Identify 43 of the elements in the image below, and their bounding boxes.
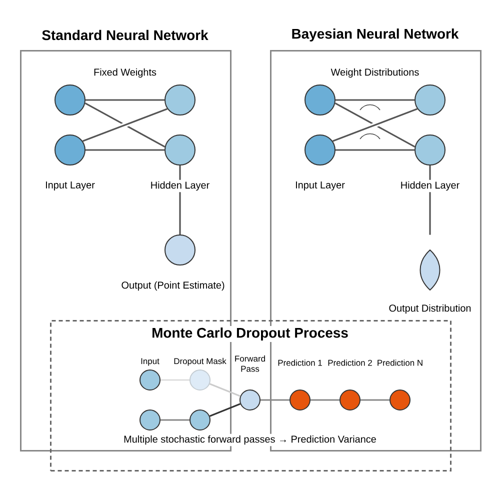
column-label: Forward Pass [235,355,265,372]
hidden-neuron [414,134,446,166]
input-neuron [140,410,160,430]
input-neuron [304,134,336,166]
layer-label: Input Layer [46,182,95,190]
weights-label: Weight Distributions [330,68,419,78]
connection-line [260,399,290,401]
connection-line [336,99,414,101]
input-neuron [304,84,336,116]
caption-text: Multiple stochastic forward passes → Prediction Variance [122,434,378,446]
connection-line [209,383,241,397]
column-label: Input [141,358,160,366]
connection-line [209,403,241,417]
connection-line [160,379,190,381]
connection-line [336,149,414,151]
panel-title: Monte Carlo Dropout Process [150,326,350,342]
mask-neuron [190,410,210,430]
connection-line [332,108,418,142]
connection-line [86,149,164,151]
hidden-neuron [414,84,446,116]
connection-line [82,108,168,142]
layer-label: Hidden Layer [148,180,212,192]
panel-title: Standard Neural Network [42,30,208,40]
connection-line [310,399,340,401]
node-caption: Output (Point Estimate) [122,281,224,291]
input-neuron [54,134,86,166]
hidden-neuron [164,134,196,166]
connection-line [160,419,190,421]
connection-line [84,102,166,148]
column-label: Prediction 2 [328,360,372,366]
connection-line [360,399,390,401]
panel-title: Bayesian Neural Network [292,28,459,42]
connection-line [334,102,416,148]
column-label: Prediction N [378,360,422,366]
weights-label: Fixed Weights [94,68,156,78]
column-label: Dropout Mask [174,358,226,366]
column-label: Prediction 1 [278,360,322,366]
layer-label: Input Layer [296,182,345,190]
input-neuron [54,84,86,116]
connection-line [86,99,164,101]
hidden-neuron [164,84,196,116]
node-caption: Output Distribution [389,304,471,314]
layer-label: Hidden Layer [398,180,462,192]
